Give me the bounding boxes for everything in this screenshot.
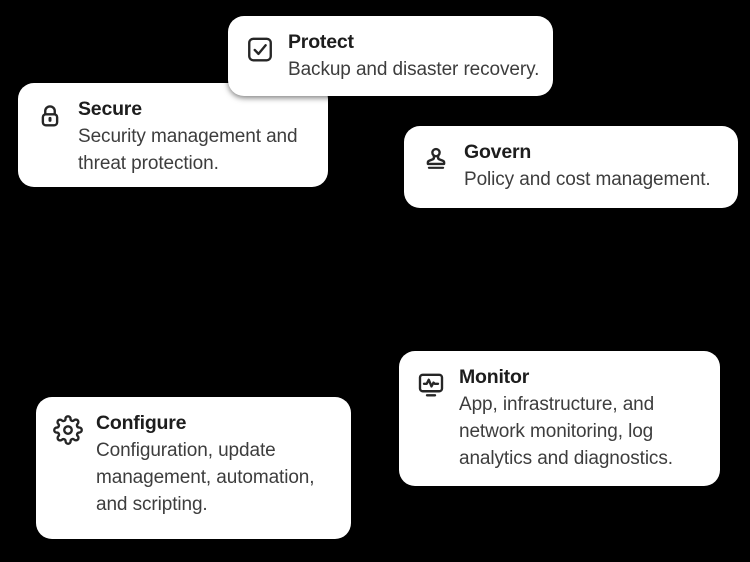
card-text-block: Govern Policy and cost management. xyxy=(464,140,711,193)
card-secure: Secure Security management and threat pr… xyxy=(18,83,328,187)
card-description: App, infrastructure, and network monitor… xyxy=(459,394,673,469)
padlock-icon xyxy=(35,100,65,132)
card-description: Backup and disaster recovery. xyxy=(288,59,540,80)
card-configure: Configure Configuration, update manageme… xyxy=(36,397,351,539)
checkbox-check-icon xyxy=(245,33,275,65)
card-protect: Protect Backup and disaster recovery. xyxy=(228,16,553,96)
card-title: Secure xyxy=(78,98,142,120)
card-monitor: Monitor App, infrastructure, and network… xyxy=(399,351,720,486)
monitor-pulse-icon xyxy=(416,368,446,400)
card-text-block: Protect Backup and disaster recovery. xyxy=(288,30,539,83)
card-title: Monitor xyxy=(459,366,530,388)
card-text-block: Secure Security management and threat pr… xyxy=(78,97,298,177)
card-description: Policy and cost management. xyxy=(464,169,711,190)
card-description: Configuration, update management, automa… xyxy=(96,440,315,515)
card-title: Configure xyxy=(96,412,187,434)
stamp-icon xyxy=(421,143,451,175)
card-title: Govern xyxy=(464,141,532,163)
card-description: Security management and threat protectio… xyxy=(78,126,298,174)
card-text-block: Monitor App, infrastructure, and network… xyxy=(459,365,673,472)
card-text-block: Configure Configuration, update manageme… xyxy=(96,411,315,518)
card-title: Protect xyxy=(288,31,354,53)
card-govern: Govern Policy and cost management. xyxy=(404,126,738,208)
gear-icon xyxy=(53,414,83,446)
